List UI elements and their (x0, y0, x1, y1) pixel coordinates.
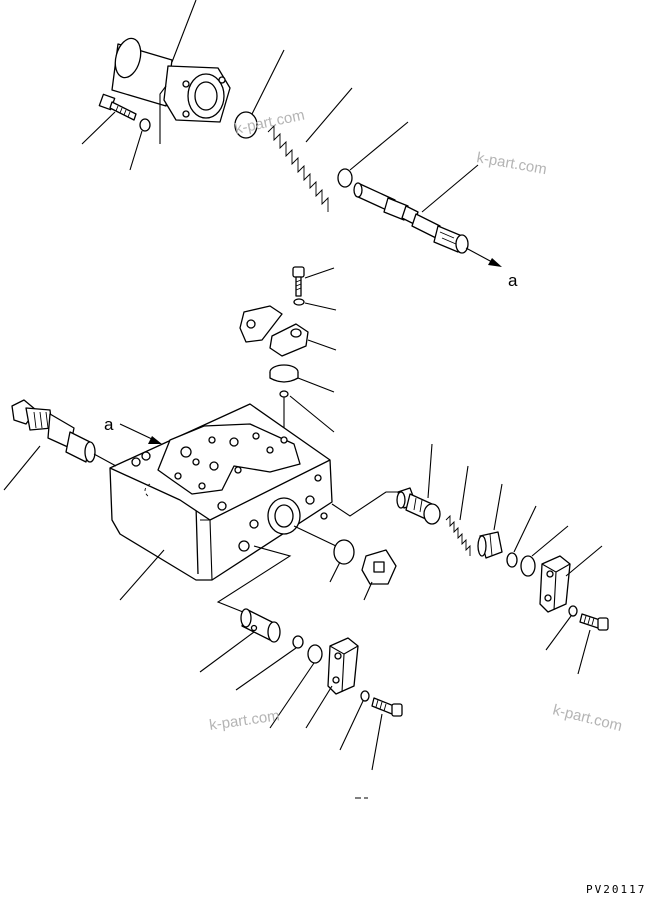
arrow-a-body-line (119, 423, 155, 441)
leader-spring-top (305, 87, 353, 143)
spool-left (11, 399, 96, 463)
leader-washer-top (129, 130, 143, 171)
block-right (539, 555, 571, 613)
arrow-a-line (465, 247, 493, 263)
bolt-lower (371, 697, 403, 717)
arrow-a-head (488, 258, 502, 267)
leader-washer-lower (269, 662, 315, 729)
washer-right (568, 605, 578, 617)
watermark-top-left: k-part.com (233, 107, 306, 138)
washer-mid-top (337, 168, 353, 188)
o-ring-right-small (506, 552, 518, 568)
link-o-ring-center (293, 525, 337, 547)
arrow-a-body-head (148, 436, 162, 444)
wire-solenoid (159, 85, 167, 144)
leader-clamp (307, 339, 337, 351)
leader-small-oring (289, 395, 335, 433)
leader-o-ring-top (251, 49, 285, 115)
washer-top (139, 118, 151, 132)
plug-center (361, 549, 397, 585)
leader-solenoid (171, 0, 197, 63)
link-line-right (331, 491, 400, 517)
leader-o-ring-right-large (531, 525, 569, 557)
clamp-lower (269, 323, 309, 357)
leader-plug-cap (297, 377, 335, 393)
leader-spring-right (459, 465, 469, 521)
small-bolt (292, 266, 305, 297)
watermark-bottom-left: k-part.com (208, 707, 281, 734)
o-ring-lower-small (292, 635, 304, 649)
leader-plug-right (493, 483, 503, 531)
leader-valve-body (119, 549, 165, 601)
bolt-top (98, 93, 137, 121)
watermark-top-right: k-part.com (475, 149, 548, 178)
valve-body (109, 403, 333, 581)
o-ring-top (234, 111, 258, 139)
solenoid-actuator (111, 37, 231, 123)
leader-o-ring-right-small (513, 505, 537, 553)
leader-bolt-right (577, 629, 591, 675)
ref-label-a-body: a (104, 415, 114, 434)
block-lower (327, 637, 359, 695)
leader-o-ring-lower-small (235, 647, 297, 691)
leader-washer-lower-right (339, 700, 364, 751)
washer-lower (307, 644, 323, 664)
valve-poppet-right (396, 487, 441, 525)
plug-cap-side (269, 372, 299, 383)
ref-label-a-top: a (508, 271, 518, 290)
spring-top (267, 124, 329, 212)
leader-small-bolt (304, 267, 335, 279)
small-washer (293, 298, 305, 306)
clamp-upper (239, 305, 283, 343)
leader-poppet-right (427, 443, 433, 499)
spool-lower (240, 608, 281, 643)
washer-lower-right (360, 690, 370, 702)
leader-block-right (565, 545, 603, 577)
leader-bolt-lower (371, 713, 383, 771)
plug-right (477, 531, 503, 559)
leader-bolt-top (81, 111, 116, 145)
drawing-code: PV20117 (586, 883, 646, 896)
link-lower-spool (216, 545, 292, 615)
leader-o-ring-center (329, 561, 341, 583)
leader-washer-mid-top (349, 121, 409, 171)
leader-spool-left-link (93, 453, 117, 467)
bolt-right (579, 613, 609, 631)
leader-plug-center (363, 581, 373, 601)
leader-small-washer (304, 302, 337, 311)
leader-spool-lower (199, 631, 255, 673)
spring-right (445, 514, 471, 556)
o-ring-right-large (520, 555, 536, 577)
leader-spool-left (3, 445, 41, 491)
leader-spool-top (421, 164, 479, 213)
leader-washer-right (545, 615, 572, 651)
o-ring-center (333, 539, 355, 565)
watermark-bottom-right: k-part.com (551, 701, 624, 735)
spool-top (353, 182, 469, 254)
leader-block-lower (305, 685, 333, 729)
small-oring (279, 390, 289, 398)
